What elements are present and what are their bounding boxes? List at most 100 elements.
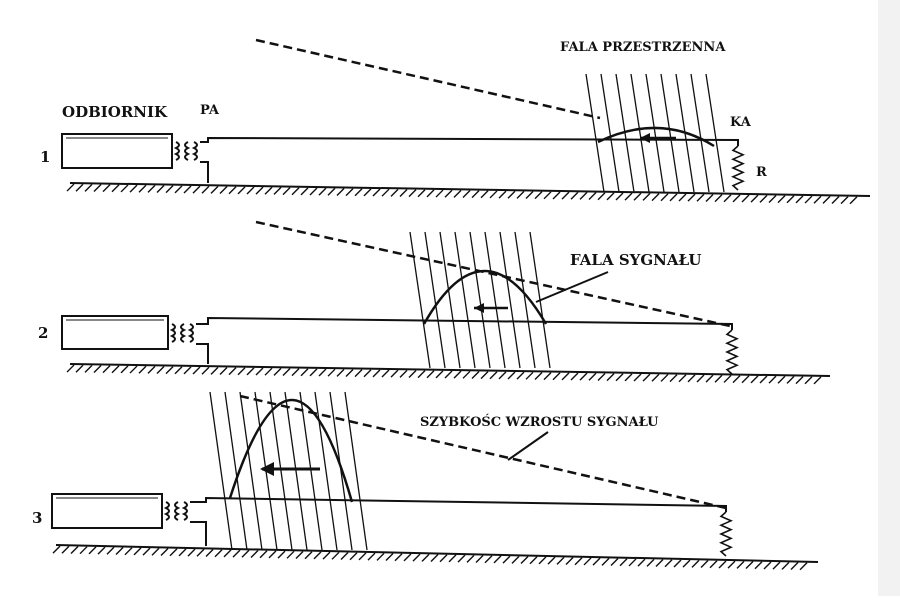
hatch-stroke [151,547,160,556]
hatch-stroke [300,368,309,377]
hatch-stroke [277,550,286,559]
hatch-stroke [435,370,444,379]
hatch-stroke [777,195,786,204]
hatch-stroke [583,557,592,566]
hatch-stroke [777,375,786,384]
hatch-stroke [349,552,358,561]
hatch-stroke [340,552,349,561]
hatch-stroke [160,548,169,556]
wave-front-line [484,231,506,369]
hatch-stroke [457,554,466,563]
antenna-wire [200,136,739,146]
hatch-stroke [588,372,597,381]
hatch-stroke [588,192,597,201]
signal-wave-label: FALA SYGNAŁU [570,251,701,269]
hatch-stroke [525,191,534,200]
hatch-stroke [493,555,502,564]
hatch-stroke [642,373,651,382]
hatch-stroke [295,551,304,560]
hatch-stroke [223,549,232,558]
hatch-stroke [570,191,579,200]
antenna-ground-lead [190,521,207,546]
hatch-stroke [183,185,192,194]
space-wave-label: FALA PRZESTRZENNA [560,40,726,55]
hatch-stroke [498,190,507,199]
hatch-stroke [417,189,426,198]
hatch-stroke [66,183,75,192]
hatch-stroke [651,193,660,202]
hatch-stroke [111,365,120,374]
hatch-stroke [430,554,439,563]
wave-front-line [705,73,725,193]
hatch-stroke [516,190,525,199]
wave-front-line [499,231,521,369]
hatch-stroke [516,371,525,380]
hatch-stroke [610,558,619,567]
panel-number: 3 [32,509,42,527]
wave-front-line [585,73,605,193]
hatch-stroke [309,368,318,377]
hatch-stroke [786,195,795,204]
hatch-stroke [291,368,300,377]
hatch-stroke [673,559,682,568]
hatch-stroke [660,193,669,202]
coil-right [180,323,187,343]
hatch-stroke [111,184,120,193]
r-label: R [756,165,767,180]
hatch-stroke [754,561,763,570]
hatch-stroke [795,195,804,204]
coil-antenna [181,501,188,521]
hatch-stroke [313,551,322,560]
hatch-stroke [345,188,354,197]
hatch-stroke [228,186,237,195]
hatch-stroke [444,189,453,198]
hatch-stroke [543,191,552,200]
hatch-stroke [484,555,493,564]
hatch-stroke [322,551,331,560]
hatch-stroke [552,372,561,381]
hatch-stroke [480,190,489,199]
hatch-stroke [804,195,813,204]
panel-number: 2 [38,324,48,342]
coil-right [174,501,181,521]
terminating-resistor [725,329,739,375]
hatch-stroke [745,561,754,570]
hatch-stroke [241,549,250,558]
hatch-stroke [471,190,480,199]
hatch-stroke [336,187,345,196]
hatch-stroke [453,370,462,379]
hatch-stroke [390,188,399,197]
panel-number: 1 [40,148,50,166]
hatch-stroke [597,192,606,201]
hatch-stroke [97,546,106,555]
hatch-stroke [165,366,174,375]
hatch-stroke [192,185,201,194]
hatch-stroke [403,553,412,562]
propagation-arrowhead [260,462,274,476]
coil-right [184,141,191,161]
hatch-stroke [156,365,165,374]
hatch-stroke [489,190,498,199]
hatch-stroke [624,192,633,201]
hatch-stroke [345,368,354,377]
hatch-stroke [385,553,394,562]
coil-antenna [191,141,198,161]
hatch-stroke [669,193,678,202]
hatch-stroke [466,554,475,563]
hatch-stroke [174,185,183,194]
hatch-stroke [138,184,147,193]
hatch-stroke [696,374,705,383]
signal-rise-line [239,394,727,510]
hatch-stroke [102,184,111,193]
space-wave-fronts [585,73,725,193]
ground-line [69,182,871,197]
hatch-stroke [381,188,390,197]
propagation-arrowhead [640,133,650,143]
hatch-stroke [601,557,610,566]
hatch-stroke [439,554,448,563]
hatch-stroke [327,187,336,196]
hatch-stroke [579,372,588,381]
hatch-stroke [268,550,277,559]
hatch-stroke [709,560,718,569]
hatch-stroke [831,196,840,204]
